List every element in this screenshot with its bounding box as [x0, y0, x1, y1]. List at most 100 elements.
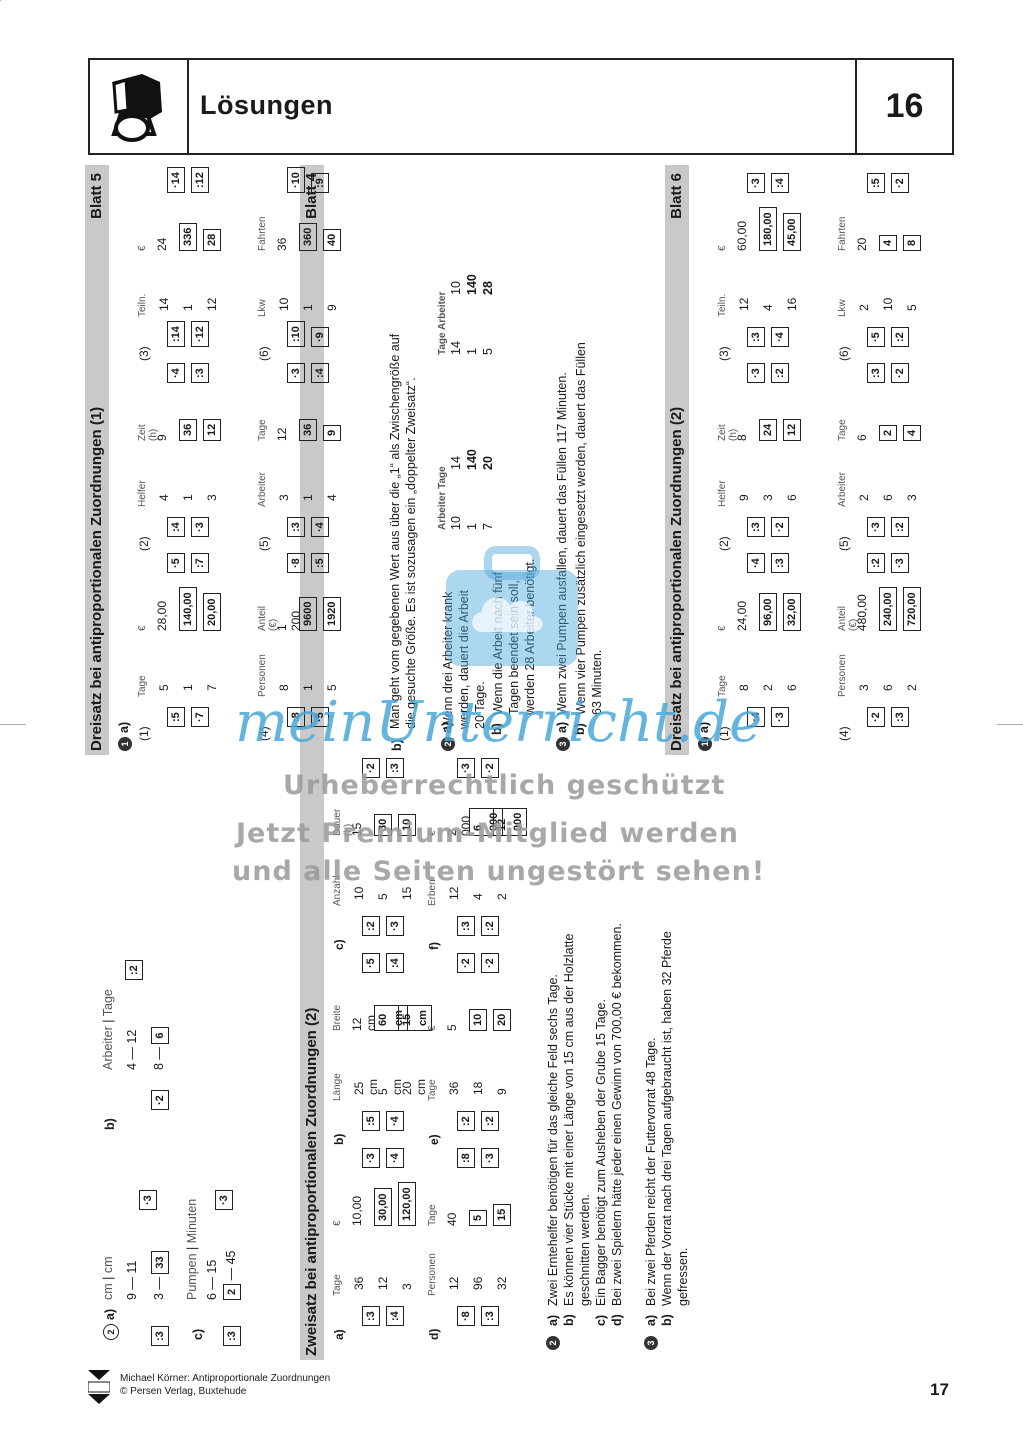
- operator-box: :4: [167, 517, 185, 537]
- operator-box: ·8: [287, 553, 305, 573]
- table-row: 1140: [464, 274, 480, 355]
- col-header: Arbeiter Tage: [437, 466, 448, 530]
- pencil-case-icon: [111, 74, 162, 142]
- col-header: Tage: [137, 675, 148, 697]
- cell: 20: [481, 456, 495, 470]
- cell: 1: [181, 684, 195, 691]
- cell: 3: [277, 494, 291, 501]
- operator-box: :10: [287, 321, 305, 347]
- cut-mark-corner: [0, 0, 1, 1]
- cell: 1: [301, 494, 315, 501]
- table-id: (2): [137, 536, 151, 551]
- cell: 5: [157, 684, 171, 691]
- watermark-line-1: Urheberrechtlich geschützt: [283, 770, 726, 801]
- cell: 28: [203, 228, 221, 251]
- watermark-line-2: Jetzt Premium-Mitglied werden: [236, 818, 739, 849]
- cell: 10: [449, 281, 463, 295]
- cell: 12: [205, 297, 219, 311]
- table-id: (6): [257, 346, 271, 361]
- cell: 1: [301, 304, 315, 311]
- cell: 14: [157, 297, 171, 311]
- cell: 14: [449, 456, 463, 470]
- footer-line-2: © Persen Verlag, Buxtehude: [120, 1386, 247, 1397]
- table-row: 528: [480, 274, 496, 355]
- cell: 12: [275, 427, 289, 441]
- cell: 1920: [323, 596, 341, 631]
- cell: 1: [465, 523, 479, 530]
- table-id: (3): [137, 346, 151, 361]
- operator-box: ·10: [287, 167, 305, 193]
- cell: 28,00: [155, 600, 169, 631]
- persen-logo: [87, 1370, 111, 1404]
- operator-box: ·9: [311, 327, 329, 347]
- sheet-label: Blatt 5: [88, 173, 105, 219]
- col-header: Fahrten: [257, 216, 268, 251]
- cell: 1: [181, 494, 195, 501]
- cell: 9: [323, 424, 341, 441]
- table-id: (1): [137, 726, 151, 741]
- operator-box: ·7: [191, 707, 209, 727]
- col-header: Teiln.: [137, 293, 148, 317]
- footer-line-1: Michael Körner: Antiproportionale Zuordn…: [120, 1373, 331, 1384]
- cell: 9: [325, 304, 339, 311]
- cut-mark-left: [0, 724, 26, 725]
- table-row: 7 20: [480, 449, 496, 530]
- section-title: Dreisatz bei antiproportionalen Zuordnun…: [88, 406, 105, 751]
- table-row: 1 140: [464, 449, 480, 530]
- cell: 10: [449, 516, 463, 530]
- cell: 28: [481, 281, 495, 295]
- cell: 140: [465, 449, 479, 470]
- operator-box: ·14: [167, 167, 185, 193]
- cell: 3: [205, 494, 219, 501]
- cell: 7: [205, 684, 219, 691]
- operator-box: ·5: [167, 553, 185, 573]
- cell: 9600: [299, 596, 317, 631]
- operator-box: ·4: [167, 363, 185, 383]
- cell: 140: [465, 274, 479, 295]
- cell: 1: [181, 304, 195, 311]
- col-header: Arbeiter: [257, 471, 268, 507]
- operator-box: :14: [167, 321, 185, 347]
- briefcase-icon: [432, 540, 592, 680]
- footer-credits: Michael Körner: Antiproportionale Zuordn…: [120, 1372, 330, 1398]
- exercise-number: 1: [118, 737, 132, 751]
- watermark-line-3: und alle Seiten ungestört sehen!: [232, 856, 766, 887]
- operator-box: :12: [191, 167, 209, 193]
- cell: 4: [157, 494, 171, 501]
- cell: 4: [325, 494, 339, 501]
- watermark-brand: meinUnterricht.de: [235, 690, 763, 755]
- cell: 140,00: [179, 587, 197, 631]
- operator-box: ·12: [191, 321, 209, 347]
- col-header: Lkw: [257, 299, 268, 317]
- col-header: €: [137, 625, 148, 631]
- operator-box: ·3: [191, 517, 209, 537]
- cell: 10: [277, 297, 291, 311]
- item-label: a): [117, 721, 131, 733]
- cell: 336: [179, 222, 197, 251]
- operator-box: :3: [191, 363, 209, 383]
- table-row: 14 10: [448, 274, 464, 355]
- table-row: 10 14: [448, 449, 464, 530]
- blatt5-bar: Dreisatz bei antiproportionalen Zuordnun…: [85, 165, 109, 755]
- cell: 12: [203, 418, 221, 441]
- text-line: Man geht vom gegebenen Wert aus über die…: [388, 333, 402, 729]
- operator-box: :3: [287, 517, 305, 537]
- cell: 7: [481, 523, 495, 530]
- operator-box: :5: [311, 553, 329, 573]
- cell: 14: [449, 341, 463, 355]
- page-title: Lösungen: [200, 90, 333, 120]
- page-number: 17: [930, 1380, 949, 1399]
- cell: 36: [179, 418, 197, 441]
- cell: 36: [275, 237, 289, 251]
- operator-box: ·4: [311, 517, 329, 537]
- blatt5-1b-text: Man geht vom gegebenen Wert aus über die…: [387, 334, 419, 729]
- cell: 360: [299, 222, 317, 251]
- col-header: €: [137, 245, 148, 251]
- col-header: Tage Arbeiter: [437, 291, 448, 355]
- cell: 9: [155, 434, 169, 441]
- header-logo-cell: [90, 60, 189, 153]
- operator-box: :9: [311, 173, 329, 193]
- operator-box: :4: [311, 363, 329, 383]
